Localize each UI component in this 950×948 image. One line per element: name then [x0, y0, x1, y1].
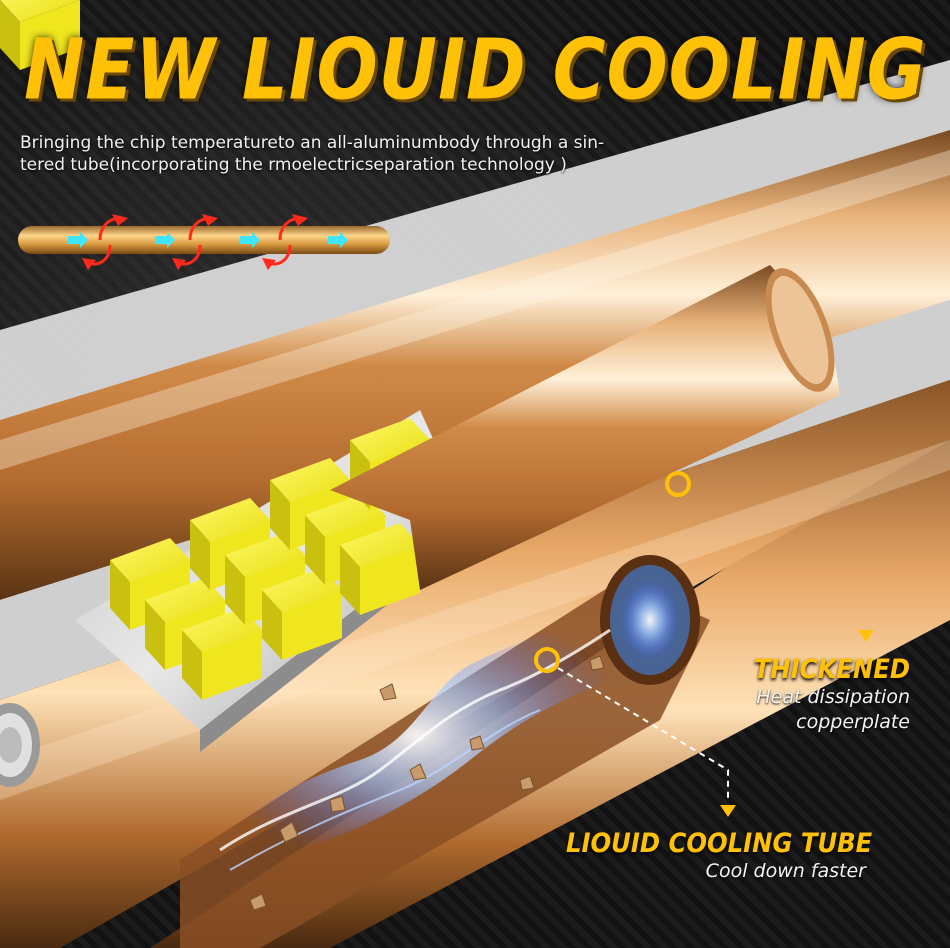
liquid-tube-desc: Cool down faster	[705, 860, 866, 882]
yellow-ring-marker-icon	[665, 471, 691, 497]
liquid-cooling-tube-cutaway	[180, 555, 710, 948]
subtitle-line-1: Bringing the chip temperatureto an all-a…	[20, 133, 605, 153]
liquid-tube-heading: LIOUID COOLING TUBE	[566, 828, 873, 859]
screw-icon	[0, 703, 40, 787]
thickened-heading: THICKENED	[753, 654, 910, 685]
liquid-tube-callout: LIOUID COOLING TUBE Cool down faster	[566, 828, 873, 884]
led-chip-array	[0, 0, 430, 700]
thickened-desc-line-1: Heat dissipation	[756, 686, 910, 708]
subtitle-line-2: tered tube(incorporating the rmoelectric…	[20, 155, 567, 175]
callout-dashed-line	[557, 667, 729, 800]
thickened-callout: THICKENED Heat dissipation copperplate	[670, 654, 910, 735]
page-title: NEW LIOUID COOLING TUBE	[24, 20, 950, 119]
yellow-ring-marker-icon	[534, 647, 560, 673]
heat-pipe-diagram	[18, 214, 390, 270]
page-subtitle: Bringing the chip temperatureto an all-a…	[20, 132, 660, 176]
upper-copper-tube	[0, 130, 950, 600]
yellow-triangle-marker-icon	[720, 805, 736, 817]
yellow-triangle-marker-icon	[858, 630, 874, 642]
thickened-desc-line-2: copperplate	[796, 711, 910, 733]
cyan-flow-arrow-icon	[68, 232, 348, 248]
thickened-copper-plate	[330, 265, 840, 590]
